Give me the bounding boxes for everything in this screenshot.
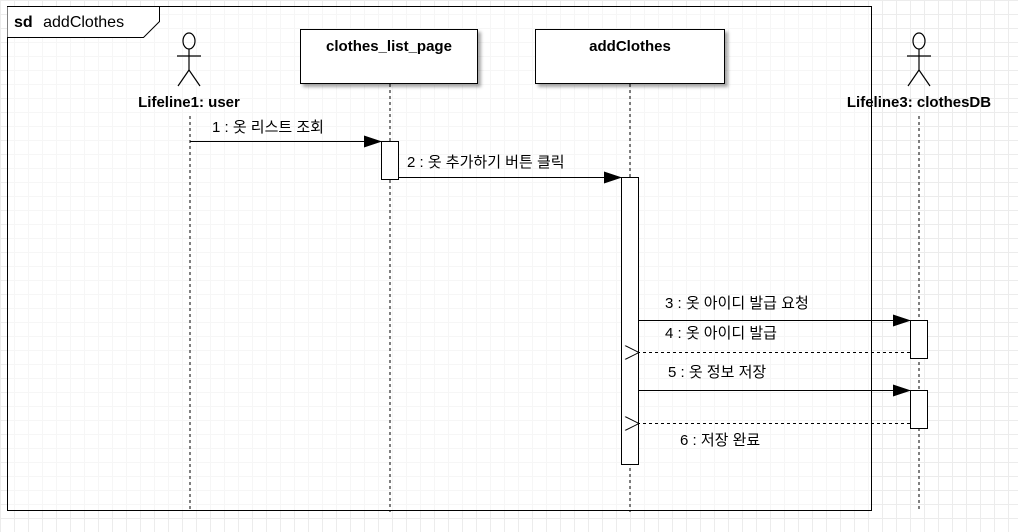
message-2-label: 2 : 옷 추가하기 버튼 클릭 bbox=[407, 154, 565, 171]
actor-clothesdb: Lifeline3: clothesDB bbox=[847, 32, 991, 111]
message-4-label: 4 : 옷 아이디 발급 bbox=[665, 325, 777, 342]
activation-db-2 bbox=[910, 390, 928, 429]
object-addclothes: addClothes bbox=[535, 29, 725, 84]
sd-frame: sd addClothes bbox=[7, 6, 872, 511]
activations bbox=[381, 141, 928, 465]
actor-user: Lifeline1: user bbox=[138, 32, 240, 111]
object-clothes-list-page: clothes_list_page bbox=[300, 29, 478, 84]
message-5: 5 : 옷 정보 저장 bbox=[639, 364, 911, 397]
stick-figure-icon bbox=[177, 32, 201, 87]
frame-name: addClothes bbox=[43, 14, 124, 31]
activation-add bbox=[621, 177, 639, 465]
actor-clothesdb-label: Lifeline3: clothesDB bbox=[847, 94, 991, 111]
object-addclothes-label: addClothes bbox=[589, 38, 671, 55]
message-5-label: 5 : 옷 정보 저장 bbox=[668, 364, 766, 381]
message-6-label: 6 : 저장 완료 bbox=[680, 432, 760, 449]
messages: 1 : 옷 리스트 조회 2 : 옷 추가하기 버튼 클릭 3 : 옷 아이디 … bbox=[190, 119, 911, 449]
message-3-label: 3 : 옷 아이디 발급 요청 bbox=[665, 295, 809, 312]
message-4: 4 : 옷 아이디 발급 bbox=[639, 325, 910, 353]
message-6: 6 : 저장 완료 bbox=[639, 424, 910, 449]
frame-title: sd addClothes bbox=[14, 14, 124, 31]
object-clothes-list-page-label: clothes_list_page bbox=[326, 38, 452, 55]
activation-db-1 bbox=[910, 320, 928, 359]
message-1: 1 : 옷 리스트 조회 bbox=[190, 119, 382, 148]
message-1-label: 1 : 옷 리스트 조회 bbox=[212, 119, 324, 136]
frame-tab bbox=[7, 6, 160, 38]
stick-figure-icon bbox=[907, 32, 931, 87]
message-3: 3 : 옷 아이디 발급 요청 bbox=[639, 295, 911, 327]
message-2: 2 : 옷 추가하기 버튼 클릭 bbox=[399, 154, 622, 184]
activation-list bbox=[381, 141, 399, 180]
frame-keyword: sd bbox=[14, 14, 33, 31]
actor-user-label: Lifeline1: user bbox=[138, 94, 240, 111]
